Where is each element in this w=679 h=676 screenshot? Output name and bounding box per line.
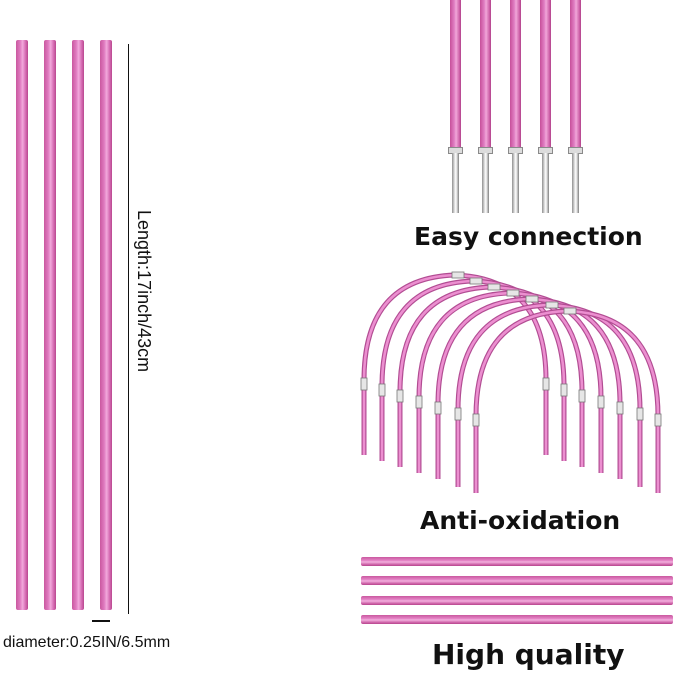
easy-connection-caption: Easy connection <box>414 222 643 251</box>
hoop-arch <box>435 296 623 479</box>
horizontal-rod <box>361 576 673 585</box>
vertical-rod <box>16 40 28 610</box>
vertical-rod <box>72 40 84 610</box>
connection-rod <box>480 0 491 150</box>
metal-connector-pin <box>452 153 459 213</box>
horizontal-rod <box>361 557 673 566</box>
connection-rod <box>450 0 461 150</box>
high-quality-caption: High quality <box>432 638 625 671</box>
anti-oxidation-caption: Anti-oxidation <box>420 506 621 535</box>
hoop-arch <box>416 290 604 473</box>
metal-connector-pin <box>512 153 519 213</box>
connection-rod <box>540 0 551 150</box>
connection-detail <box>440 0 590 220</box>
horizontal-rod <box>361 596 673 605</box>
hoop-arch <box>473 308 661 493</box>
diameter-label: diameter:0.25IN/6.5mm <box>3 634 171 651</box>
rod-length-panel: Length:17inch/43cm diameter:0.25IN/6.5mm <box>0 0 230 676</box>
metal-connector-pin <box>542 153 549 213</box>
metal-connector-pin <box>572 153 579 213</box>
connection-rod <box>570 0 581 150</box>
vertical-rod <box>44 40 56 610</box>
diameter-dimension-line <box>92 620 110 622</box>
connection-rod <box>510 0 521 150</box>
length-dimension-line <box>128 44 129 614</box>
hoop-connector-joints <box>360 271 662 427</box>
hoop-arch <box>455 302 643 487</box>
metal-connector-pin <box>482 153 489 213</box>
vertical-rod <box>100 40 112 610</box>
horizontal-rod <box>361 615 673 624</box>
